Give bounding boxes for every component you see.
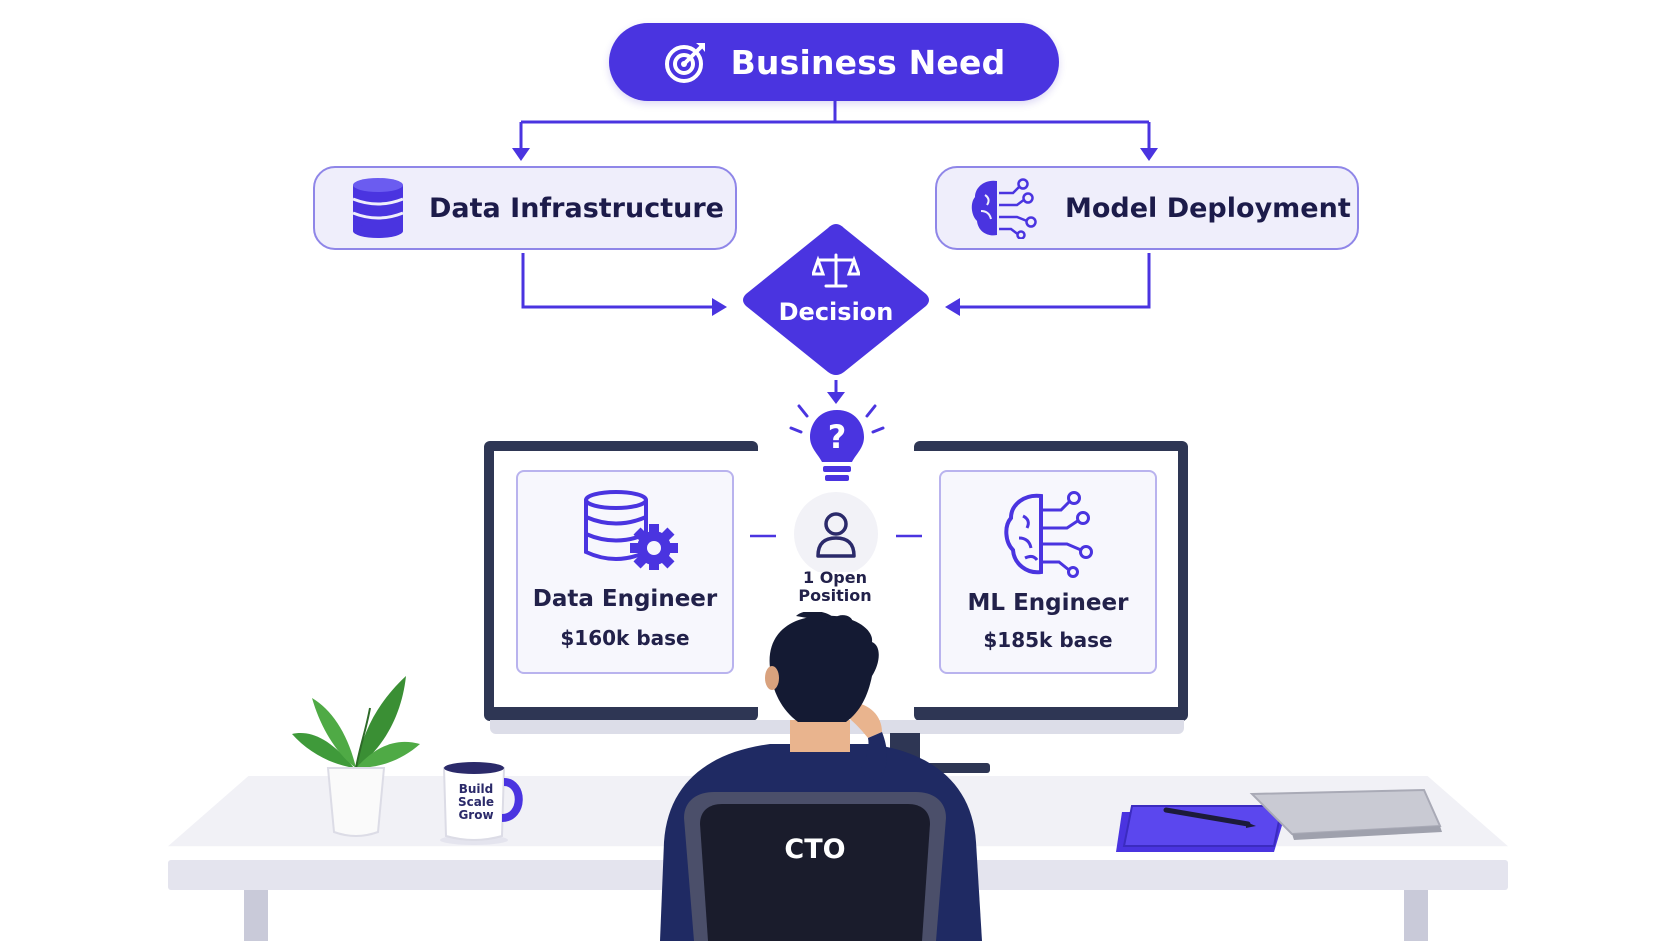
open-position-label: 1 Open Position (770, 569, 900, 605)
person-icon (816, 512, 856, 558)
business-need-node: Business Need (609, 23, 1059, 101)
data-infrastructure-node: Data Infrastructure (313, 166, 737, 250)
open-position-connector (750, 492, 922, 572)
brain-network-icon (971, 178, 1037, 239)
ml-engineer-title: ML Engineer (967, 590, 1129, 616)
mug-line-3: Grow (458, 808, 494, 822)
desk-leg-left (244, 890, 268, 941)
database-gear-icon (584, 490, 678, 570)
svg-text:?: ? (828, 418, 847, 456)
pen-icon (1163, 807, 1251, 827)
model-deployment-label: Model Deployment (1065, 192, 1351, 224)
mug-line-1: Build (458, 782, 494, 796)
chair-label: CTO (784, 834, 846, 865)
data-engineer-title: Data Engineer (532, 586, 718, 612)
data-engineer-card: Data Engineer $160k base (516, 470, 734, 674)
ml-engineer-salary: $185k base (983, 628, 1113, 652)
data-engineer-salary: $160k base (560, 626, 690, 650)
database-icon (352, 178, 404, 238)
open-position-line1: 1 Open (803, 568, 867, 587)
decision-node: Decision (736, 222, 936, 378)
target-icon (664, 43, 705, 83)
lightbulb-question-icon: ? (789, 404, 885, 481)
decision-label: Decision (778, 298, 894, 326)
decision-diamond (743, 224, 929, 375)
coffee-mug-icon (440, 762, 523, 845)
office-chair (684, 792, 946, 941)
model-deployment-node: Model Deployment (935, 166, 1359, 250)
mug-text: Build Scale Grow (452, 783, 500, 822)
brain-network-icon (1004, 491, 1093, 578)
desk-items (1116, 788, 1442, 852)
data-infrastructure-label: Data Infrastructure (429, 192, 724, 224)
ml-engineer-card: ML Engineer $185k base (939, 470, 1157, 674)
open-position-line2: Position (798, 586, 872, 605)
potted-plant-icon (292, 676, 420, 837)
scales-icon (812, 253, 860, 288)
desk-leg-right (1404, 890, 1428, 941)
business-need-label: Business Need (730, 42, 1006, 82)
mug-line-2: Scale (457, 795, 495, 809)
